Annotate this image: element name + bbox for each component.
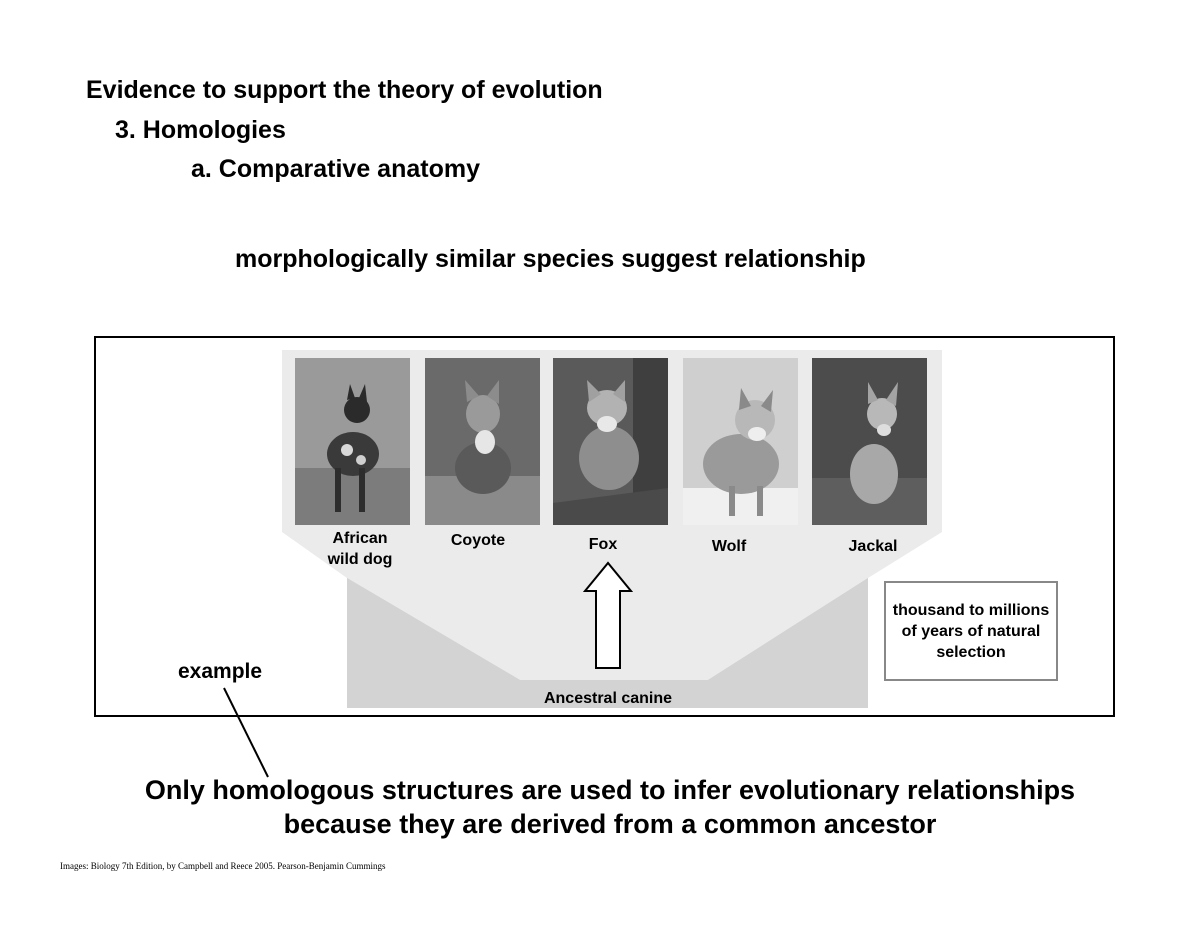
subpoint-comparative-anatomy: a. Comparative anatomy	[191, 155, 480, 183]
time-note-box: thousand to millions of years of natural…	[884, 581, 1058, 681]
wolf-photo	[683, 358, 798, 525]
evolution-arrow-icon	[582, 561, 634, 669]
time-note-text: thousand to millions of years of natural…	[892, 601, 1050, 661]
example-label: example	[178, 660, 263, 683]
image-credit: Images: Biology 7th Edition, by Campbell…	[60, 861, 386, 871]
label-ancestral-canine: Ancestral canine	[543, 690, 673, 707]
slide-heading: Evidence to support the theory of evolut…	[86, 76, 603, 104]
fox-photo	[553, 358, 668, 525]
jackal-photo	[812, 358, 927, 525]
conclusion-line-1: Only homologous structures are used to i…	[144, 775, 1076, 805]
label-african-wild-dog-line1: African	[332, 530, 388, 547]
label-wolf: Wolf	[711, 538, 747, 555]
label-jackal: Jackal	[848, 538, 898, 555]
tagline: morphologically similar species suggest …	[235, 245, 866, 273]
label-african-wild-dog-line2: wild dog	[327, 551, 393, 568]
figure-frame	[94, 336, 1115, 717]
conclusion: Only homologous structures are used to i…	[60, 773, 1160, 841]
label-fox: Fox	[588, 536, 618, 553]
conclusion-line-2: because they are derived from a common a…	[283, 809, 937, 839]
coyote-photo	[425, 358, 540, 525]
label-coyote: Coyote	[450, 532, 506, 549]
african-wild-dog-photo	[295, 358, 410, 525]
point-homologies: 3. Homologies	[115, 116, 286, 144]
label-african-wild-dog: African wild dog	[310, 528, 410, 570]
